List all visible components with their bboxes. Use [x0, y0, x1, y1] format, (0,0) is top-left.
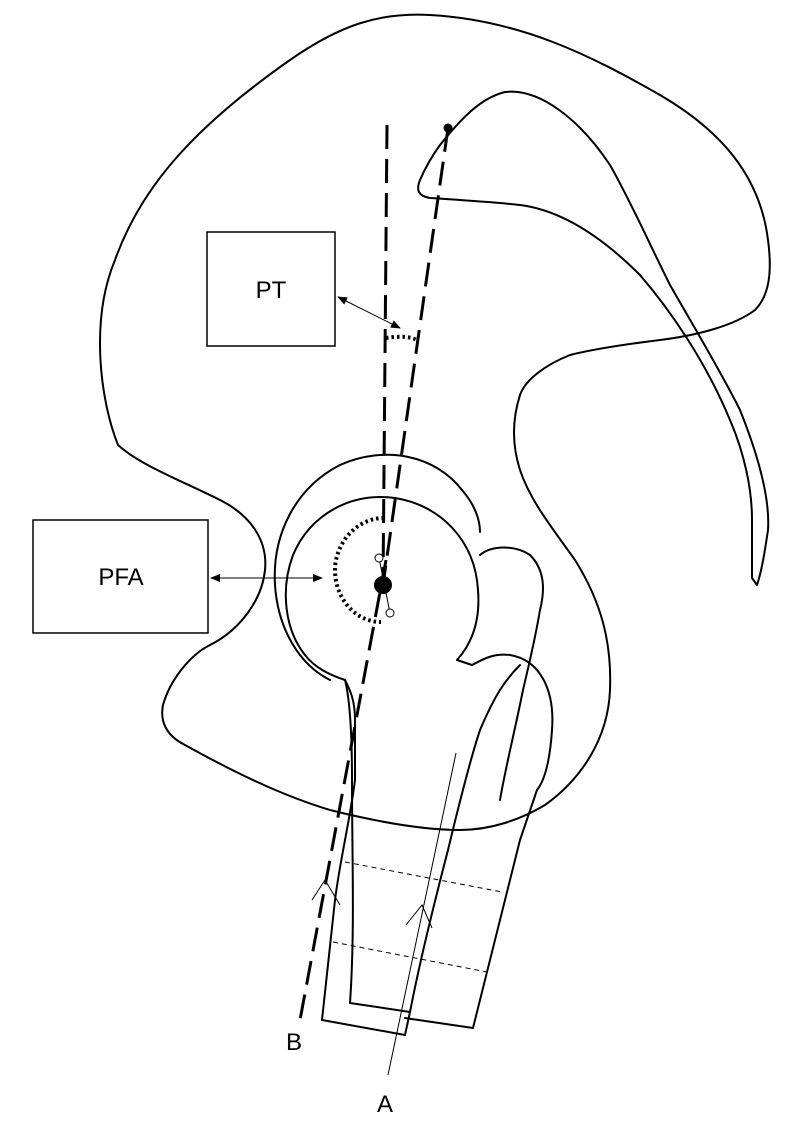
stem-dashed-line-2	[332, 941, 488, 973]
axis-b-chevron	[311, 879, 341, 906]
anterior-landmark-dot	[443, 123, 453, 133]
acetabulum-outline	[273, 453, 481, 681]
pelvis-outline	[99, 13, 771, 831]
pfa-box	[32, 519, 209, 634]
pt-angle-arc	[385, 334, 420, 343]
femur-outline	[284, 496, 521, 1013]
trochanter-tip	[456, 653, 554, 791]
pt-arrow	[337, 296, 401, 329]
pfa-angle-arc	[332, 516, 385, 624]
pt-box	[206, 231, 336, 347]
vertical-reference-line	[381, 124, 389, 586]
axis-a-chevron	[405, 904, 433, 929]
head-center-dot	[374, 576, 392, 594]
axis-a-line	[387, 752, 457, 1076]
center-marker-lower	[385, 608, 395, 618]
pelvic-tilt-line	[381, 127, 450, 586]
pfa-label: PFA	[98, 564, 143, 591]
axis-b-line	[298, 559, 388, 1021]
axis-a-label: A	[377, 1091, 393, 1118]
greater-trochanter-outline	[479, 546, 544, 801]
implant-stem	[321, 679, 411, 1036]
axis-b-label: B	[286, 1029, 302, 1056]
center-marker-line	[378, 557, 391, 614]
center-marker-upper	[374, 553, 384, 563]
pt-label: PT	[256, 277, 287, 304]
implant-stem-right	[404, 789, 538, 1029]
ilium-wing	[417, 90, 770, 586]
stem-dashed-line-1	[344, 861, 503, 893]
